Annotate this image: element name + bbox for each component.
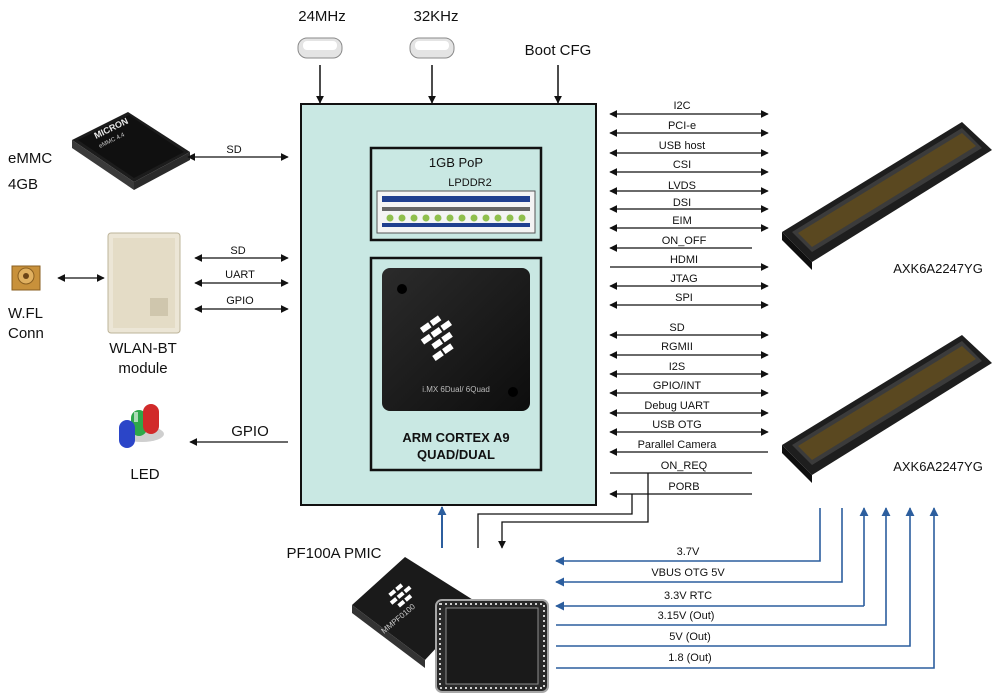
rail-1v8: 1.8 (Out) <box>668 652 711 664</box>
rail-5v: 5V (Out) <box>669 631 711 643</box>
signal-lvds: LVDS <box>668 180 696 192</box>
rail-3v15-arrow <box>556 507 891 626</box>
signal-sd: SD <box>669 322 684 334</box>
emmc-label-line2: 4GB <box>8 176 38 193</box>
signal-debug-uart: Debug UART <box>644 400 709 412</box>
rail-vbus-otg: VBUS OTG 5V <box>651 567 725 579</box>
porb-from-pmic-link <box>477 494 633 548</box>
signal-porb: PORB <box>668 481 699 493</box>
led-gpio-label: GPIO <box>231 423 269 440</box>
led-icon <box>119 404 164 448</box>
signal-gpio-int: GPIO/INT <box>653 380 702 392</box>
wlan-label-line1: WLAN-BT <box>109 340 177 357</box>
pmic-label: PF100A PMIC <box>286 545 381 562</box>
cpu-label-line2: QUAD/DUAL <box>417 447 495 462</box>
connector-bottom-label: AXK6A2247YG <box>893 459 983 474</box>
connector-top-icon <box>782 122 992 270</box>
power-rails: 3.7V VBUS OTG 5V 3.3V RTC 3.15V (Out) 5V… <box>555 507 939 669</box>
emmc-label-line1: eMMC <box>8 150 52 167</box>
signal-on-req: ON_REQ <box>661 460 708 472</box>
wlan-label-line2: module <box>118 360 167 377</box>
signal-spi: SPI <box>675 292 693 304</box>
signal-hdmi: HDMI <box>670 254 698 266</box>
rail-1v8-arrow <box>556 507 939 669</box>
cpu-label-line1: ARM CORTEX A9 <box>402 430 509 445</box>
wfl-label-line1: W.FL <box>8 305 43 322</box>
rail-3v15: 3.15V (Out) <box>658 610 715 622</box>
wfl-connector-icon <box>11 265 41 291</box>
pop-package-icon <box>376 190 536 234</box>
wlan-module-icon <box>107 232 181 334</box>
emmc-chip-icon: MICRON eMMC 4.4 <box>72 112 190 190</box>
connector-bottom-icon <box>782 335 992 483</box>
boot-cfg-label: Boot CFG <box>525 42 592 59</box>
signal-i2c: I2C <box>673 100 690 112</box>
rail-3v3-rtc: 3.3V RTC <box>664 590 712 602</box>
signal-usb-otg: USB OTG <box>652 419 702 431</box>
rail-vbus-otg-arrow <box>555 508 843 587</box>
wlan-signal-sd: SD <box>230 245 245 257</box>
signal-usb-host: USB host <box>659 140 705 152</box>
signal-on-off: ON_OFF <box>662 235 707 247</box>
pop-subtitle: LPDDR2 <box>448 177 491 189</box>
crystal-32khz-icon <box>409 37 455 59</box>
crystal-24mhz-icon <box>297 37 343 59</box>
signal-eim: EIM <box>672 215 692 227</box>
signal-rgmii: RGMII <box>661 341 693 353</box>
connector-top-label: AXK6A2247YG <box>893 261 983 276</box>
signal-dsi: DSI <box>673 197 691 209</box>
rail-3v7: 3.7V <box>677 546 700 558</box>
rail-3v7-arrow <box>555 508 821 566</box>
pop-title: 1GB PoP <box>429 155 483 170</box>
crystal-24mhz-label: 24MHz <box>298 8 346 25</box>
rail-5v-arrow <box>556 507 915 647</box>
on-req-to-pmic-link <box>498 473 649 549</box>
wfl-label-line2: Conn <box>8 325 44 342</box>
crystal-32khz-label: 32KHz <box>413 8 458 25</box>
signal-bus-bottom: SD RGMII I2S GPIO/INT Debug UART USB OTG… <box>609 322 769 498</box>
wlan-signal-uart: UART <box>225 269 255 281</box>
pmic-chip-icon: MMPF0100 <box>352 557 549 693</box>
signal-csi: CSI <box>673 159 691 171</box>
led-label: LED <box>130 466 159 483</box>
signal-parallel-camera: Parallel Camera <box>638 439 718 451</box>
cpu-chip-icon: i.MX 6Dual/ 6Quad <box>382 268 530 411</box>
cpu-chip-marking: i.MX 6Dual/ 6Quad <box>422 385 490 394</box>
signal-bus-top: I2C PCI-e USB host CSI LVDS DSI EIM ON_O… <box>609 100 769 309</box>
wlan-signal-gpio: GPIO <box>226 295 254 307</box>
signal-jtag: JTAG <box>670 273 697 285</box>
emmc-sd-label: SD <box>226 144 241 156</box>
signal-pcie: PCI-e <box>668 120 696 132</box>
signal-i2s: I2S <box>669 361 686 373</box>
